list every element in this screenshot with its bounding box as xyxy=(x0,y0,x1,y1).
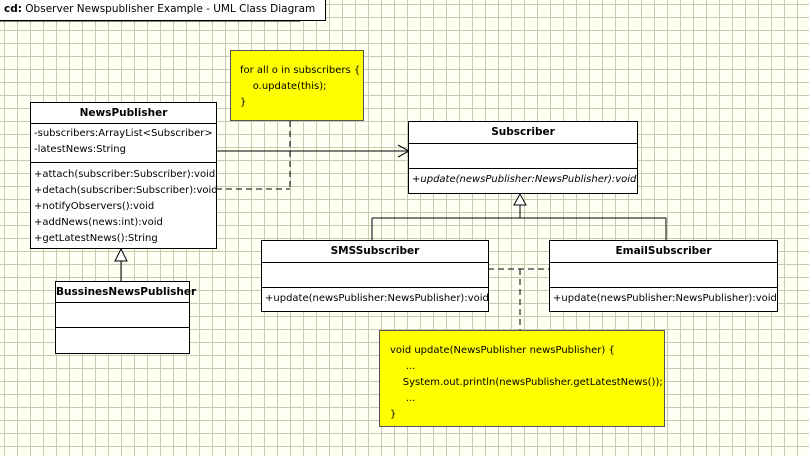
class-name: SMSSubscriber xyxy=(262,241,488,263)
class-name: NewsPublisher xyxy=(31,103,216,124)
note-update-implementation[interactable]: void update(NewsPublisher newsPublisher)… xyxy=(379,330,665,427)
operation: +update(newsPublisher:NewsPublisher):voi… xyxy=(412,174,637,185)
class-operations: +attach(subscriber:Subscriber):void +det… xyxy=(31,163,218,249)
class-name: Subscriber xyxy=(409,122,637,144)
operation: +getLatestNews():String xyxy=(34,233,158,244)
class-subscriber[interactable]: Subscriber +update(newsPublisher:NewsPub… xyxy=(408,121,638,194)
operation: +update(newsPublisher:NewsPublisher):voi… xyxy=(265,293,489,304)
class-bussinesnewspublisher[interactable]: BussinesNewsPublisher xyxy=(55,281,196,354)
note-notify-observers[interactable]: for all o in subscribers { o.update(this… xyxy=(230,50,364,121)
class-newspublisher[interactable]: NewsPublisher -subscribers:ArrayList<Sub… xyxy=(30,102,218,249)
diagram-frame-label: cd: Observer Newspublisher Example - UML… xyxy=(0,0,327,21)
class-name: EmailSubscriber xyxy=(550,241,777,263)
note-line: ... xyxy=(390,361,416,372)
class-attributes xyxy=(550,263,777,288)
class-operations: +update(newsPublisher:NewsPublisher):voi… xyxy=(409,169,637,190)
note-anchor-notify xyxy=(216,121,291,190)
operation: +detach(subscriber:Subscriber):void xyxy=(34,185,218,196)
note-line: o.update(this); xyxy=(240,81,327,92)
diagram-title: Observer Newspublisher Example - UML Cla… xyxy=(25,3,316,15)
note-line: System.out.println(newsPublisher.getLate… xyxy=(390,377,663,388)
note-line: for all o in subscribers { xyxy=(240,65,361,76)
note-line: void update(NewsPublisher newsPublisher)… xyxy=(390,345,615,356)
operation: +attach(subscriber:Subscriber):void xyxy=(34,169,216,180)
class-attributes xyxy=(409,144,637,169)
generalization-subscribers[interactable] xyxy=(371,192,667,240)
note-line: } xyxy=(240,97,247,108)
note-anchor-update xyxy=(488,268,549,330)
class-attributes xyxy=(56,303,189,328)
class-attributes: -subscribers:ArrayList<Subscriber> -late… xyxy=(31,124,216,163)
class-operations: +update(newsPublisher:NewsPublisher):voi… xyxy=(262,288,489,309)
diagram-kind: cd: xyxy=(4,3,22,15)
class-name: BussinesNewsPublisher xyxy=(56,282,196,303)
class-operations xyxy=(56,328,189,332)
operation: +update(newsPublisher:NewsPublisher):voi… xyxy=(553,293,777,304)
operation: +addNews(news:int):void xyxy=(34,217,163,228)
attribute: -latestNews:String xyxy=(34,144,126,155)
note-line: ... xyxy=(390,393,416,404)
association-newspublisher-subscriber[interactable] xyxy=(216,144,411,158)
class-smssubscriber[interactable]: SMSSubscriber +update(newsPublisher:News… xyxy=(261,240,489,312)
class-attributes xyxy=(262,263,488,288)
note-line: } xyxy=(390,409,397,420)
attribute: -subscribers:ArrayList<Subscriber> xyxy=(34,128,213,139)
operation: +notifyObservers():void xyxy=(34,201,155,212)
class-emailsubscriber[interactable]: EmailSubscriber +update(newsPublisher:Ne… xyxy=(549,240,778,312)
generalization-newspublisher[interactable] xyxy=(114,247,128,281)
class-operations: +update(newsPublisher:NewsPublisher):voi… xyxy=(550,288,777,309)
